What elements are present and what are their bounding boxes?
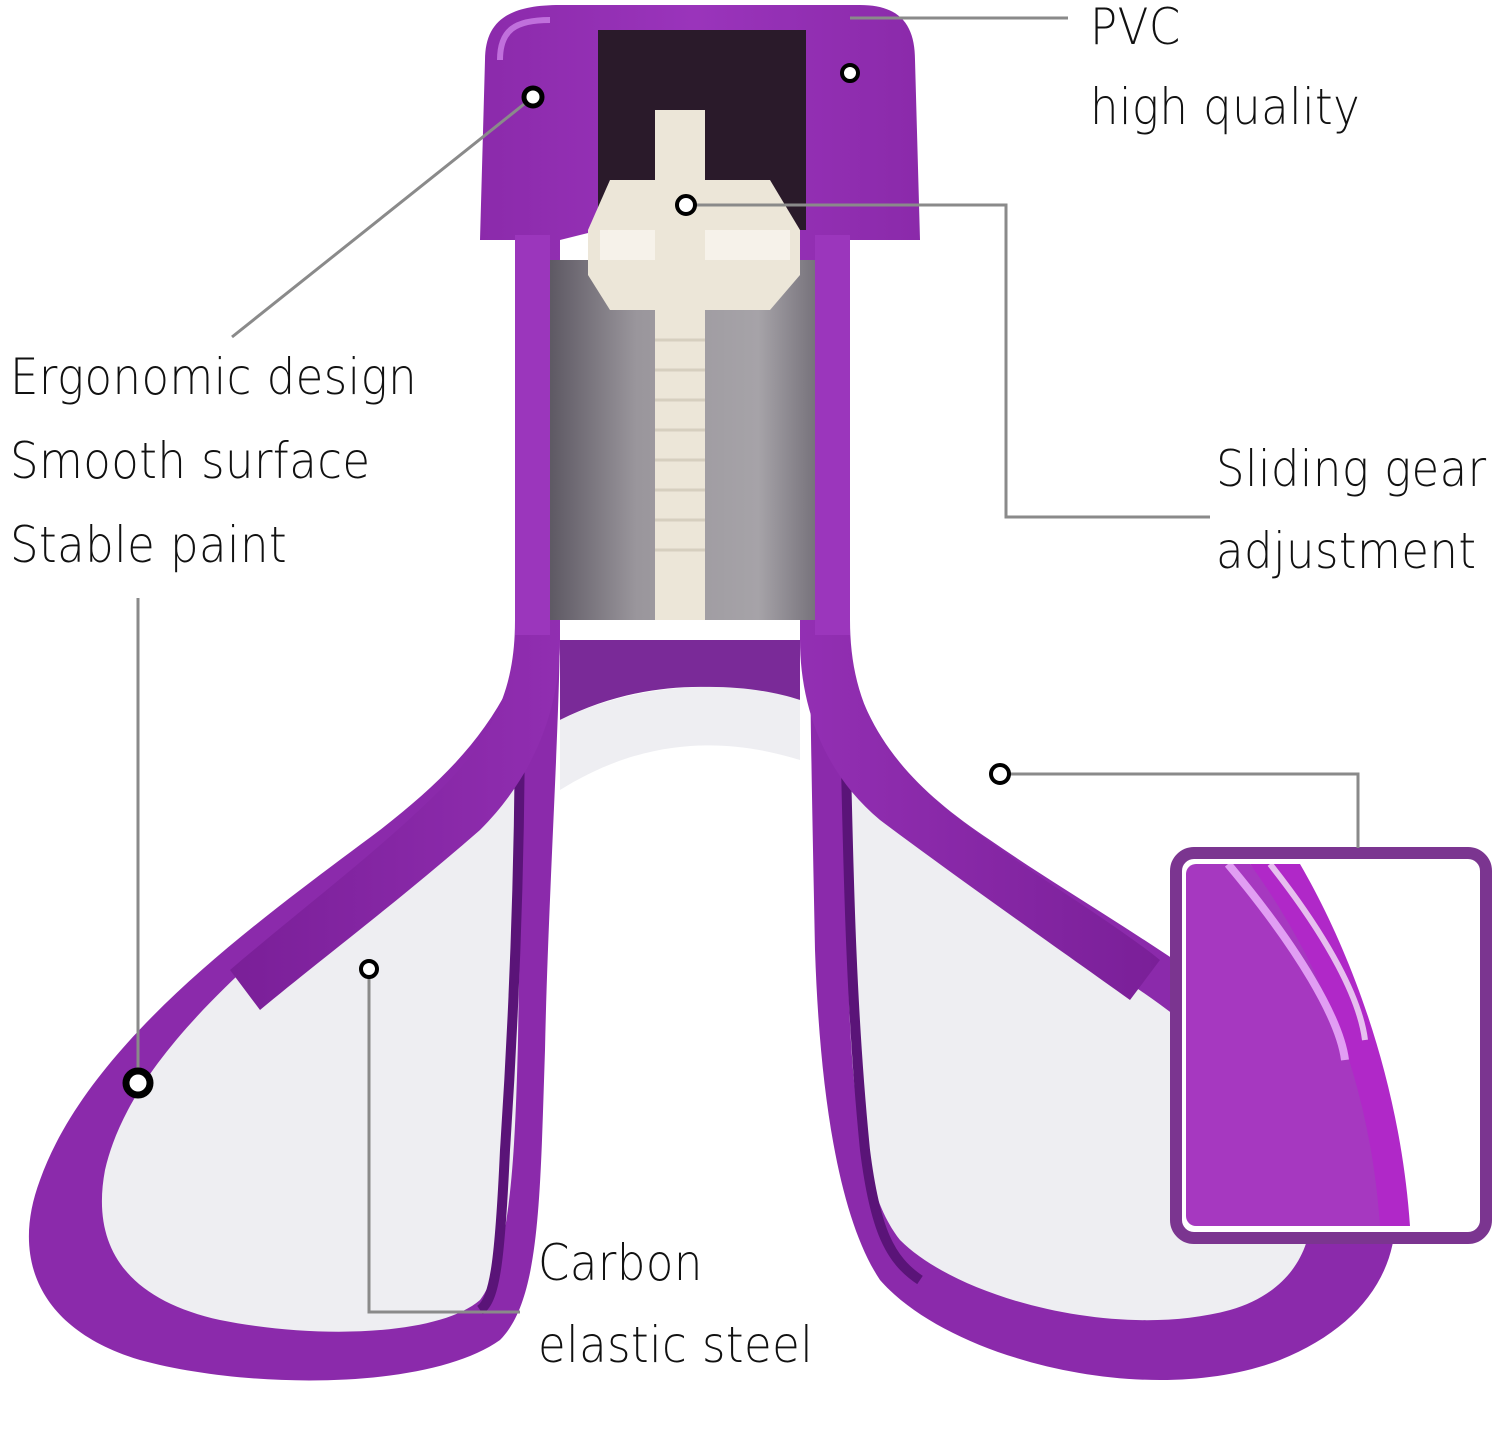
callout-lines: [136, 16, 1360, 1314]
callout-line-sliding-gear: [686, 203, 1210, 519]
dot-stable-paint: [122, 1067, 154, 1099]
callout-ergonomic: Ergonomic design Smooth surface Stable p…: [10, 352, 417, 570]
callout-sliding-gear: Sliding gear adjustment: [1216, 444, 1487, 576]
sliding-gear: [588, 110, 800, 620]
callout-pvc-line2: high quality: [1090, 78, 1361, 136]
dot-gear: [675, 194, 697, 216]
callout-sliding-gear-line2: adjustment: [1216, 522, 1477, 580]
dot-frame: [989, 763, 1011, 785]
callout-line-carbon-steel: [367, 969, 520, 1314]
dot-ergonomic: [521, 85, 545, 109]
detail-inset: [1170, 847, 1492, 1244]
dot-pvc: [840, 63, 860, 83]
callout-ergonomic-line3: Stable paint: [10, 516, 288, 574]
callout-carbon-steel-line2: elastic steel: [538, 1316, 814, 1374]
callout-dots: [122, 63, 1011, 1099]
callout-pvc-line1: PVC: [1090, 0, 1181, 56]
callout-carbon-steel: Carbon elastic steel: [538, 1238, 813, 1370]
callout-ergonomic-line1: Ergonomic design: [10, 348, 418, 406]
callout-pvc: PVC high quality: [1090, 2, 1360, 132]
callout-line-ergonomic: [231, 95, 534, 339]
callout-ergonomic-line2: Smooth surface: [10, 432, 371, 490]
dot-carbon-steel: [359, 959, 379, 979]
callout-line-inset: [1000, 772, 1360, 848]
callout-sliding-gear-line1: Sliding gear: [1216, 440, 1487, 498]
callout-carbon-steel-line1: Carbon: [538, 1234, 703, 1292]
